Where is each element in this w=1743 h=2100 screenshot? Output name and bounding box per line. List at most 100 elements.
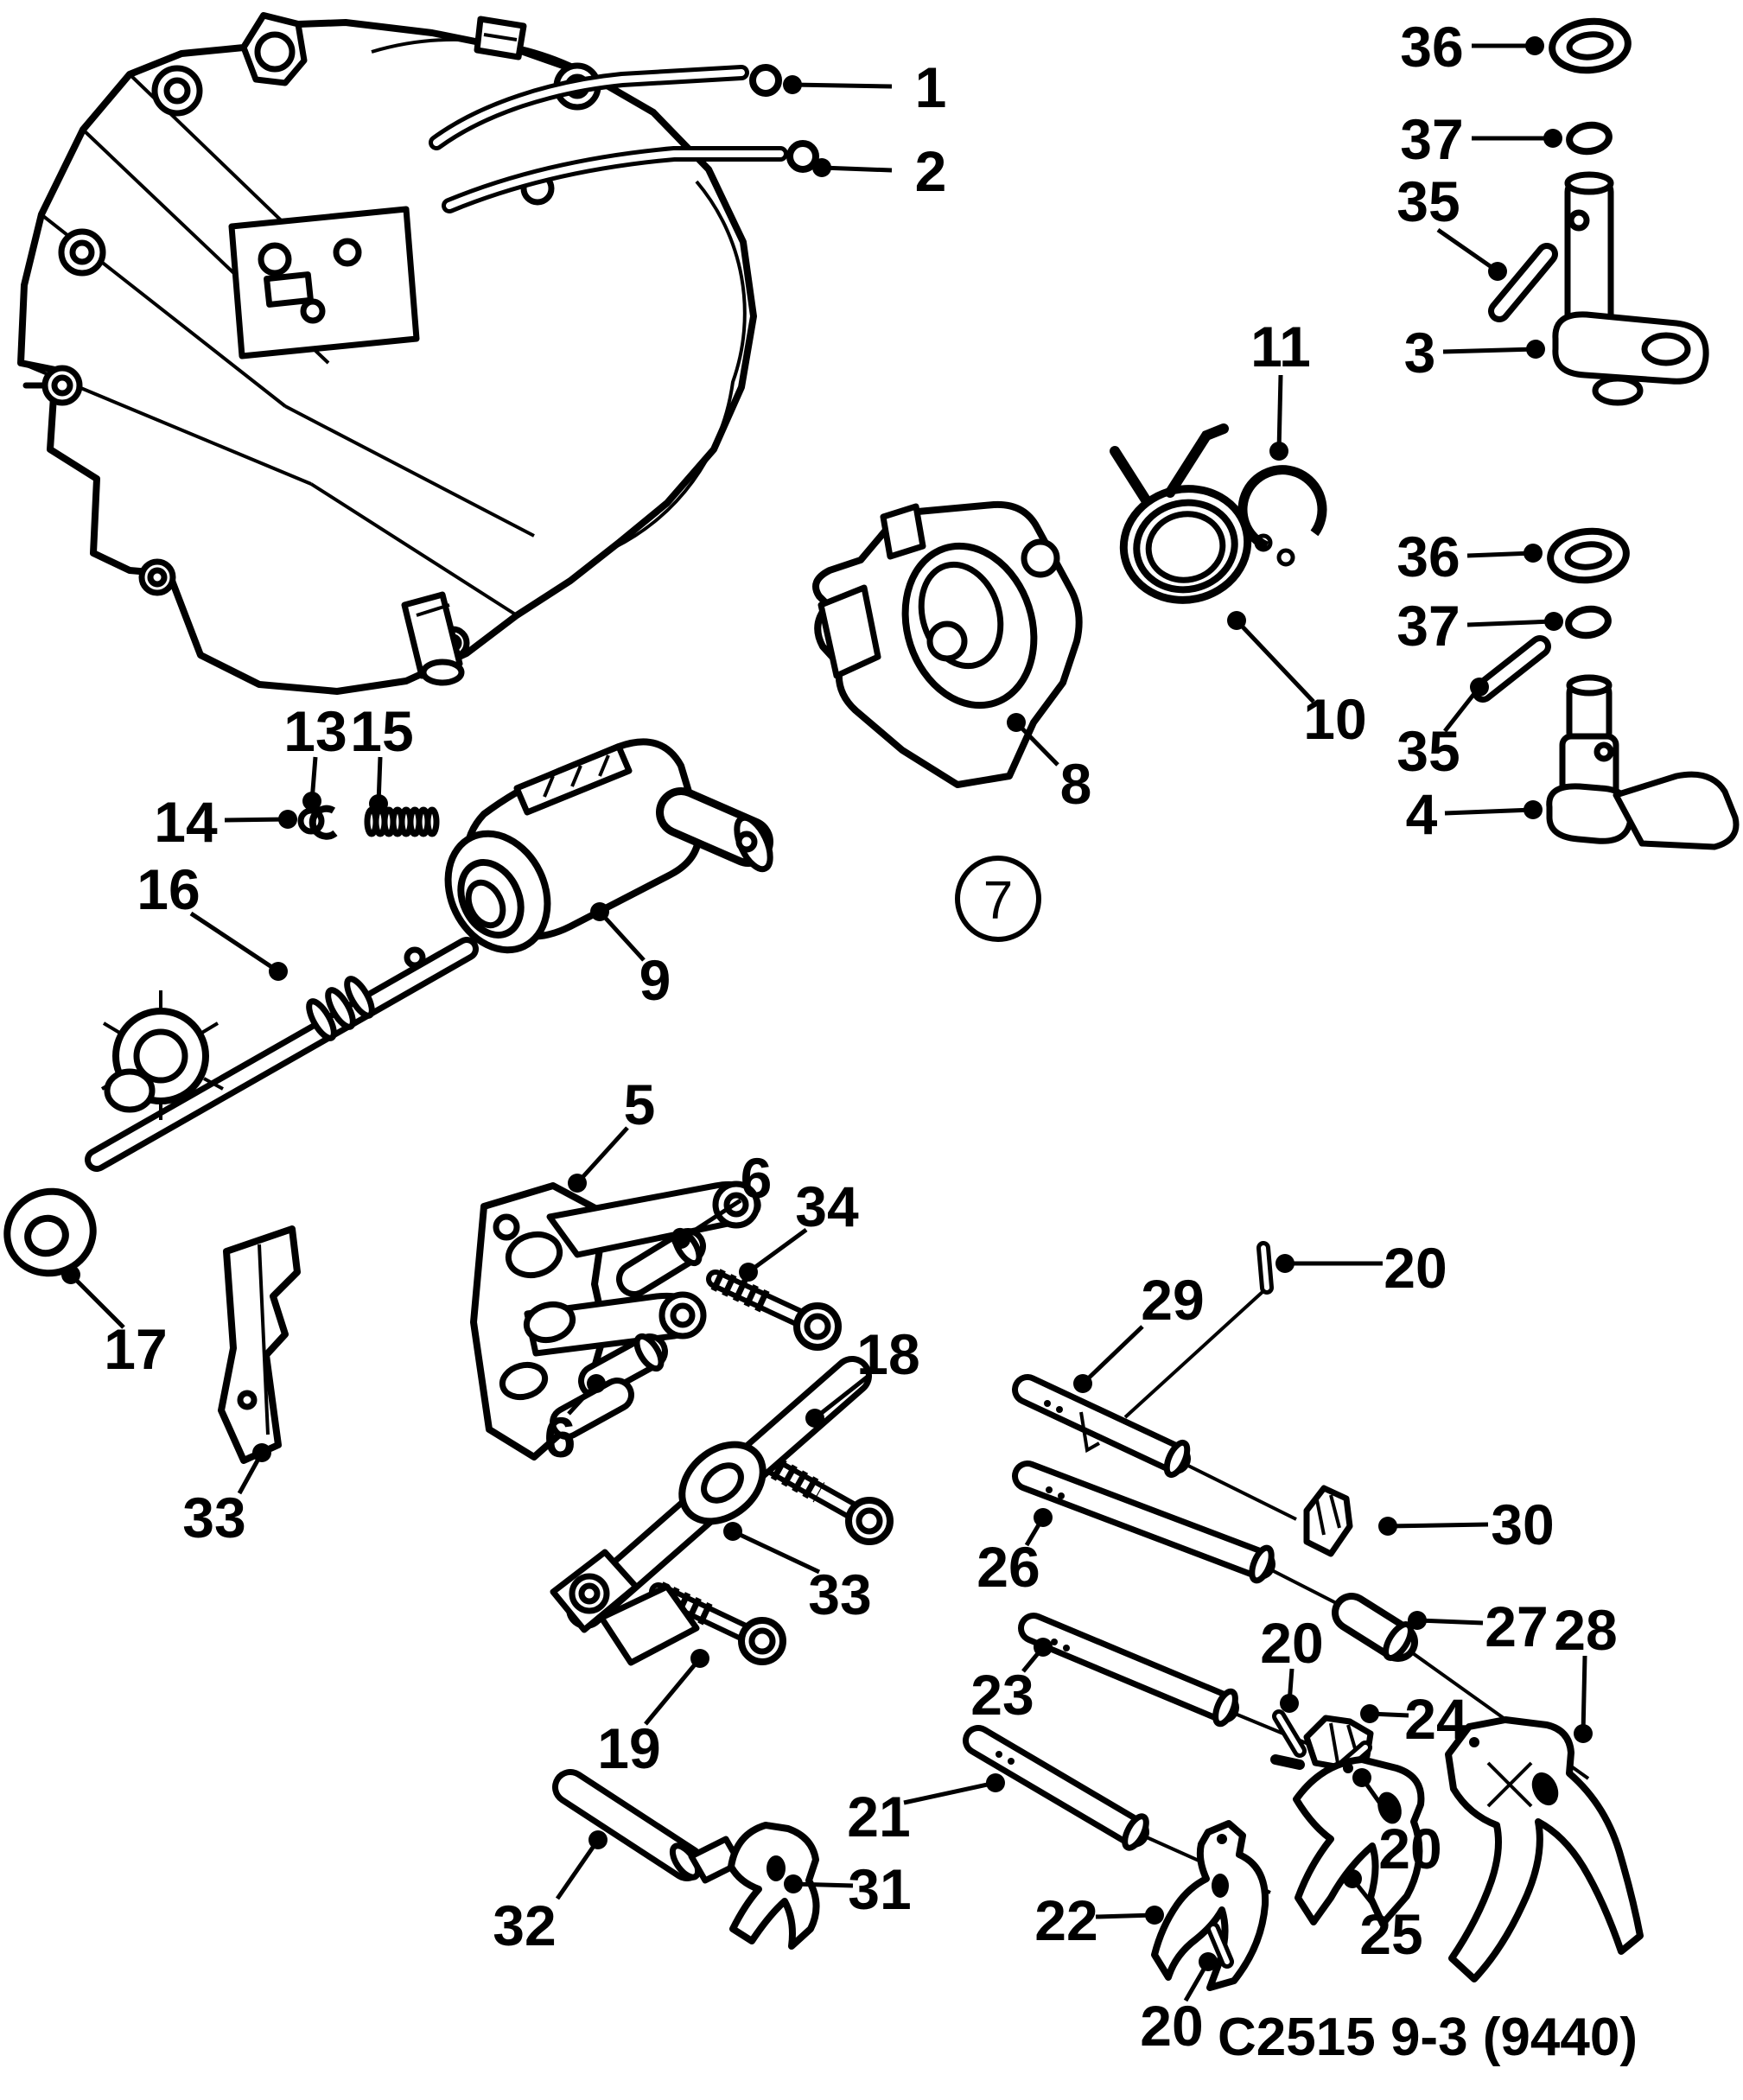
callout-number: 31 <box>848 1857 911 1921</box>
callout-leader-line <box>747 1227 808 1275</box>
group-marker-7: 7 <box>955 856 1041 942</box>
part-bracket-8 <box>812 500 1083 788</box>
part-spacer-sleeve-6-lower <box>578 1333 668 1399</box>
callout-leader-line <box>1466 550 1534 558</box>
callout-dot <box>1378 1517 1397 1536</box>
callout-17: 17 <box>61 1265 168 1381</box>
callout-dot <box>1007 713 1026 732</box>
callout-number: 33 <box>182 1486 245 1550</box>
callout-dot <box>590 902 609 921</box>
callout-number: 1 <box>915 55 947 119</box>
callout-leader-line <box>555 1838 601 1900</box>
callout-27: 27 <box>1408 1594 1549 1658</box>
callout-number: 25 <box>1359 1902 1422 1966</box>
callout-leader-line <box>1581 1655 1587 1734</box>
callout-dot <box>986 1773 1005 1792</box>
callout-number: 20 <box>1384 1236 1447 1300</box>
callout-5: 5 <box>568 1072 655 1193</box>
callout-33: 33 <box>182 1443 271 1550</box>
callout-21: 21 <box>847 1773 1005 1849</box>
callout-number: 2 <box>915 139 947 203</box>
callout-33: 33 <box>723 1522 872 1626</box>
callout-8: 8 <box>1007 713 1091 816</box>
callout-dot <box>1034 1508 1053 1527</box>
callout-number: 20 <box>1140 1994 1203 2058</box>
callout-number: 20 <box>1260 1611 1323 1675</box>
callout-dot <box>1199 1952 1218 1971</box>
callout-20: 20 <box>1140 1952 1218 2058</box>
callout-dot <box>1034 1638 1053 1657</box>
callout-leader-line <box>189 911 280 974</box>
callout-dot <box>1280 1694 1299 1713</box>
callout-number: 6 <box>741 1146 773 1210</box>
callout-dot <box>1544 612 1563 631</box>
callout-number: 37 <box>1400 107 1463 171</box>
callout-number: 20 <box>1378 1817 1441 1880</box>
callout-leader-line <box>1081 1325 1144 1385</box>
callout-number: 29 <box>1141 1268 1204 1332</box>
callout-leader-line <box>821 165 893 173</box>
callout-dot <box>278 810 297 829</box>
part-selector-piece-30 <box>1303 1485 1353 1557</box>
callout-leader-line <box>1444 807 1534 816</box>
callout-6: 6 <box>544 1374 606 1469</box>
callout-dot <box>1352 1768 1371 1787</box>
callout-number: 3 <box>1404 321 1436 385</box>
callout-16: 16 <box>137 857 288 981</box>
part-lever-shaft-3 <box>1552 171 1709 406</box>
callout-11: 11 <box>1250 315 1311 461</box>
callout-number: 36 <box>1396 525 1460 589</box>
callout-number: 23 <box>970 1663 1034 1727</box>
callout-26: 26 <box>976 1508 1053 1599</box>
callout-dot <box>1275 1254 1295 1273</box>
callout-leader-line <box>813 1375 869 1420</box>
callout-leader-line <box>1015 721 1059 767</box>
callout-number: 8 <box>1060 752 1092 816</box>
part-bolt-18 <box>756 1452 894 1545</box>
callout-24: 24 <box>1360 1687 1468 1751</box>
callout-number: 15 <box>350 699 413 763</box>
callout-leader-line <box>731 1529 821 1575</box>
callout-number: 13 <box>283 699 347 763</box>
part-spacer-sleeve-6-upper <box>616 1227 706 1297</box>
callout-leader-line <box>792 82 893 89</box>
callout-20: 20 <box>1352 1768 1442 1880</box>
part-sleeve-27 <box>1332 1593 1418 1662</box>
callout-number: 22 <box>1034 1888 1097 1952</box>
callout-number: 17 <box>104 1317 167 1381</box>
callout-leader-line <box>679 1198 742 1242</box>
callout-number: 18 <box>856 1322 919 1386</box>
callout-dot <box>723 1522 742 1541</box>
part-shift-fork-22 <box>1151 1820 1269 1991</box>
part-rod-32 <box>552 1769 705 1881</box>
callout-dot <box>690 1649 709 1668</box>
part-selector-rod-1 <box>429 64 782 150</box>
callout-dot <box>1574 1724 1593 1743</box>
callout-leader-line <box>1387 1522 1489 1529</box>
callout-leader-line <box>1416 1618 1484 1626</box>
part-torsion-spring-10 <box>1110 423 1252 604</box>
callout-15: 15 <box>350 699 414 813</box>
callout-22: 22 <box>1034 1888 1164 1952</box>
callout-dot <box>1524 800 1543 819</box>
callout-leader-line <box>576 1126 629 1185</box>
callout-dot <box>784 1874 803 1893</box>
part-lever-shaft-4 <box>1546 674 1740 850</box>
callout-dot <box>1524 544 1543 563</box>
callout-leader-line <box>1235 619 1315 703</box>
callout-number: 14 <box>154 790 218 854</box>
callout-10: 10 <box>1227 611 1367 751</box>
callout-dot <box>783 75 802 94</box>
callout-number: 36 <box>1400 15 1463 79</box>
callout-29: 29 <box>1073 1268 1205 1393</box>
callout-20: 20 <box>1275 1236 1447 1300</box>
callout-dot <box>369 794 388 813</box>
part-selector-housing-9 <box>444 738 773 954</box>
callout-number: 28 <box>1554 1598 1617 1662</box>
callout-number: 30 <box>1491 1492 1554 1556</box>
callout-number: 35 <box>1396 169 1460 233</box>
callout-dot <box>739 1263 758 1282</box>
callout-leader-line <box>69 1273 125 1329</box>
